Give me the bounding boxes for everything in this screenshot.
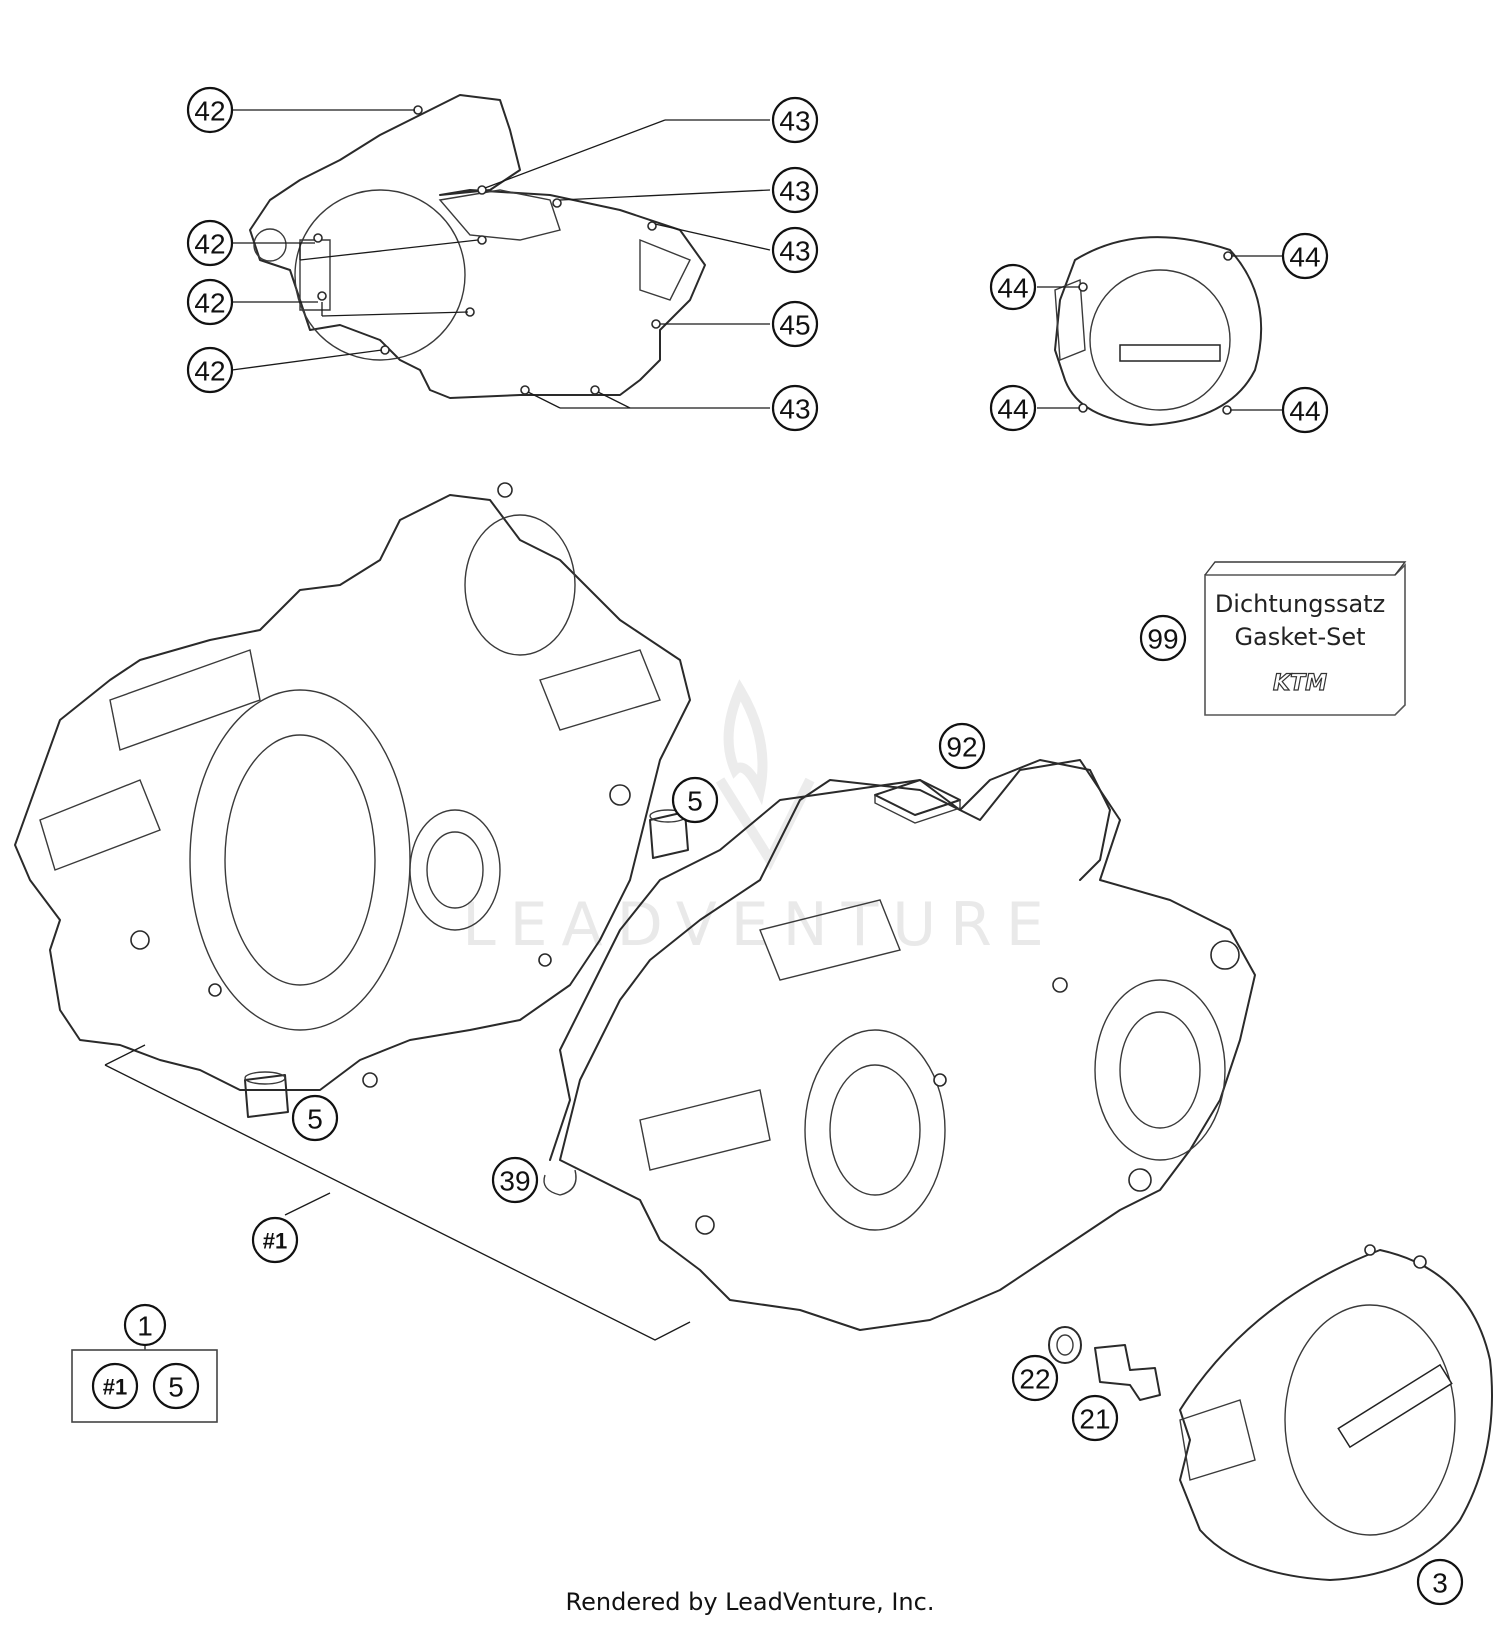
callout-kit-1[interactable]: 1 [123, 1303, 167, 1347]
callout-1-assembly[interactable]: #1 [251, 1216, 299, 1264]
callout-44-d-label: 44 [1289, 396, 1320, 427]
callout-5-a-label: 5 [687, 786, 703, 817]
plate-92-drawing [874, 779, 961, 824]
callout-21-label: 21 [1079, 1404, 1110, 1435]
callout-kit-1-part-b[interactable]: 5 [152, 1362, 200, 1410]
callout-1-assembly-label: #1 [263, 1229, 287, 1254]
callout-39[interactable]: 39 [491, 1156, 539, 1204]
callout-44-c[interactable]: 44 [989, 384, 1037, 432]
callout-42-d-label: 42 [194, 356, 225, 387]
base-gasket-drawing [543, 759, 1111, 1196]
callout-kit-1-label: 1 [137, 1311, 153, 1342]
callout-kit-1-part-a[interactable]: #1 [91, 1362, 139, 1410]
kit-label-german: Dichtungssatz [1215, 590, 1385, 618]
callout-22-label: 22 [1019, 1364, 1050, 1395]
callout-99-label: 99 [1147, 624, 1178, 655]
callout-43-a-label: 43 [779, 106, 810, 137]
callout-kit-1-part-a-label: #1 [103, 1375, 127, 1400]
callout-43-c[interactable]: 43 [771, 226, 819, 274]
watermark-text: LEADVENTURE [462, 890, 1058, 960]
callout-43-b-label: 43 [779, 176, 810, 207]
callout-42-d[interactable]: 42 [186, 346, 234, 394]
callout-43-b[interactable]: 43 [771, 166, 819, 214]
washer-and-drain-plug [1048, 1326, 1161, 1401]
callout-44-a[interactable]: 44 [989, 263, 1037, 311]
callout-42-c-label: 42 [194, 288, 225, 319]
callout-45-label: 45 [779, 310, 810, 341]
callout-99[interactable]: 99 [1139, 614, 1187, 662]
callout-21[interactable]: 21 [1071, 1394, 1119, 1442]
callout-44-c-label: 44 [997, 394, 1028, 425]
callout-kit-1-part-b-label: 5 [168, 1372, 184, 1403]
callout-45[interactable]: 45 [771, 300, 819, 348]
watermark-logo [715, 679, 815, 871]
callout-3[interactable]: 3 [1416, 1558, 1464, 1606]
gasket-leader-lines [231, 109, 771, 409]
callout-42-b-label: 42 [194, 229, 225, 260]
callout-5-b-label: 5 [307, 1104, 323, 1135]
callout-44-b-label: 44 [1289, 242, 1320, 273]
callout-92[interactable]: 92 [938, 722, 986, 770]
rendered-by-footer: Rendered by LeadVenture, Inc. [565, 1588, 935, 1616]
ignition-cover-drawing [1179, 1244, 1493, 1581]
ignition-cover-top-drawing [1054, 236, 1263, 426]
callout-92-label: 92 [946, 732, 977, 763]
callout-44-b[interactable]: 44 [1281, 232, 1329, 280]
callout-43-a[interactable]: 43 [771, 96, 819, 144]
callout-43-d-label: 43 [779, 394, 810, 425]
right-crankcase-drawing [559, 759, 1256, 1331]
kit-label-english: Gasket-Set [1234, 623, 1365, 651]
assembly-bracket-lines [104, 1044, 691, 1350]
dowel-sleeves [244, 809, 689, 1118]
callout-22[interactable]: 22 [1011, 1354, 1059, 1402]
callout-42-a-label: 42 [194, 96, 225, 127]
gasket-kit-box: Dichtungssatz Gasket-Set KTM [1204, 561, 1407, 716]
callout-42-b[interactable]: 42 [186, 219, 234, 267]
callout-5-b[interactable]: 5 [291, 1094, 339, 1142]
crankcase-gasket-drawing [249, 94, 706, 399]
callout-3-label: 3 [1432, 1568, 1448, 1599]
callout-44-d[interactable]: 44 [1281, 386, 1329, 434]
callout-43-c-label: 43 [779, 236, 810, 267]
callout-39-label: 39 [499, 1166, 530, 1197]
left-crankcase-drawing [14, 482, 691, 1091]
callout-44-a-label: 44 [997, 273, 1028, 304]
kit-brand-logo: KTM [1273, 671, 1327, 696]
callout-5-a[interactable]: 5 [671, 776, 719, 824]
cover-leader-lines [1037, 255, 1282, 411]
callout-42-c[interactable]: 42 [186, 278, 234, 326]
callout-43-d[interactable]: 43 [771, 384, 819, 432]
callout-42-a[interactable]: 42 [186, 86, 234, 134]
